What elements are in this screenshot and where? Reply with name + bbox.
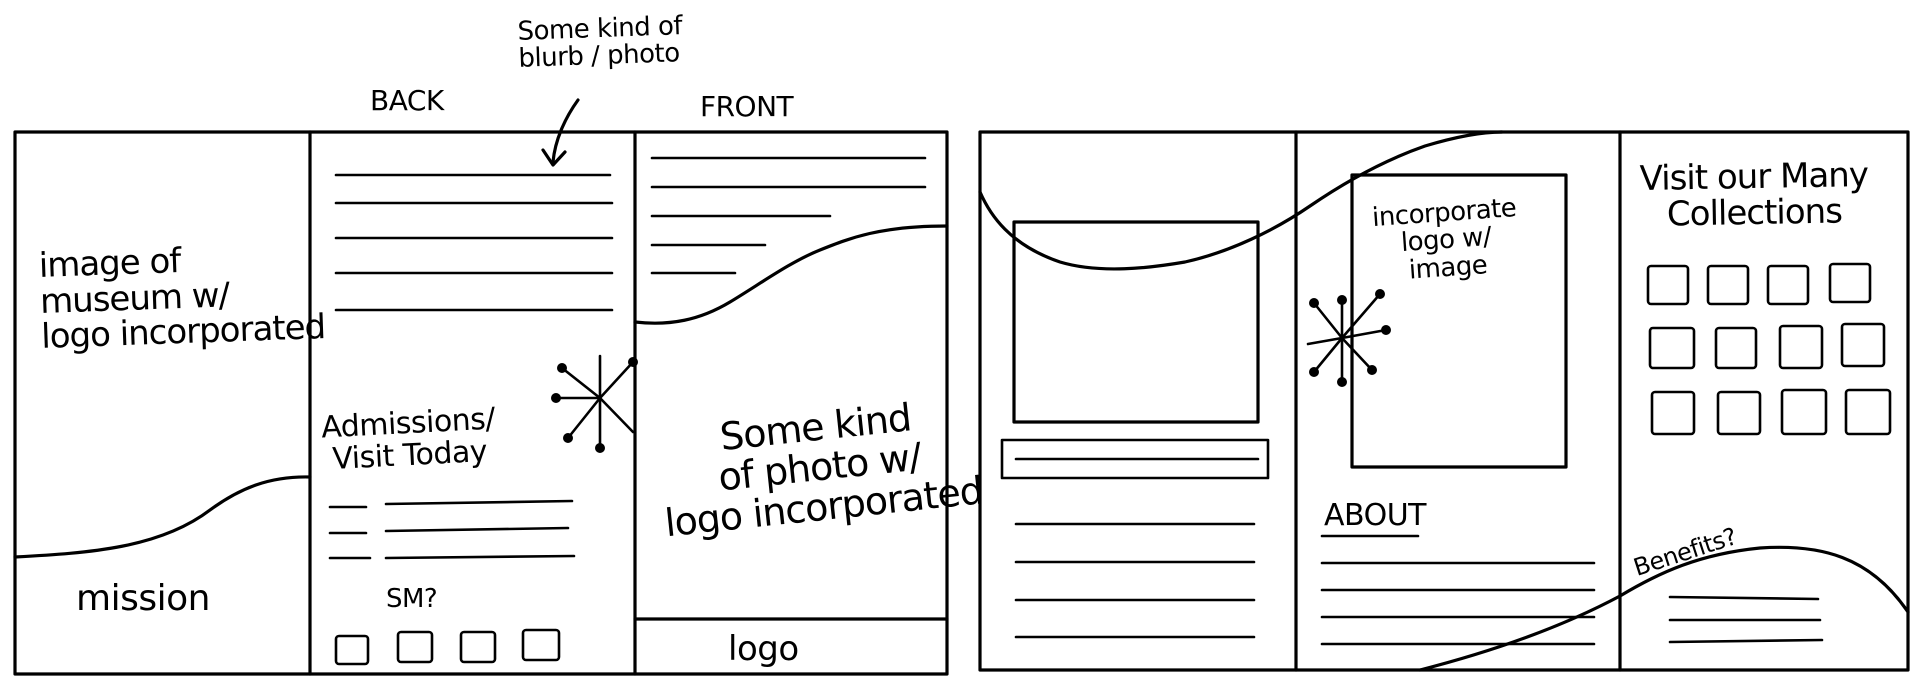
blurb-note: Some kind of blurb / photo bbox=[517, 11, 683, 75]
collections-grid bbox=[1646, 262, 1892, 436]
back-label: BACK bbox=[370, 84, 444, 117]
right-panel1-text-lines bbox=[1014, 522, 1256, 639]
left-panel2-text-lines bbox=[334, 173, 614, 312]
admissions-heading: Admissions/ Visit Today bbox=[320, 401, 496, 477]
blurb-arrow-head bbox=[541, 148, 567, 167]
left-panel1-wave bbox=[13, 475, 312, 559]
incorporate-logo-note: incorporate logo w/ image bbox=[1371, 193, 1518, 286]
right-panel-wave bbox=[978, 130, 1504, 271]
social-media-boxes bbox=[334, 628, 561, 666]
left-panel3-text-lines bbox=[650, 156, 927, 275]
left-starburst-logo-icon bbox=[551, 354, 638, 453]
right-starburst-logo-icon bbox=[1306, 289, 1391, 387]
right-image-box bbox=[1012, 220, 1260, 424]
benefits-wave bbox=[1418, 545, 1910, 672]
about-text-lines bbox=[1320, 561, 1596, 646]
museum-image-note: image of museum w/ logo incorporated bbox=[38, 241, 326, 358]
right-brochure-frame bbox=[978, 130, 1910, 672]
logo-image-box bbox=[1350, 173, 1568, 469]
mission-label: mission bbox=[76, 578, 210, 619]
collections-heading: Visit our Many Collections bbox=[1639, 155, 1869, 235]
benefits-text-lines bbox=[1668, 595, 1824, 644]
about-heading: ABOUT bbox=[1324, 498, 1426, 533]
blurb-arrow-shaft bbox=[551, 98, 580, 164]
front-label: FRONT bbox=[700, 90, 794, 123]
caption-box bbox=[1000, 438, 1270, 480]
left-brochure-frame bbox=[13, 130, 949, 676]
social-media-label: SM? bbox=[386, 584, 438, 614]
admissions-list-lines bbox=[328, 499, 576, 560]
left-panel3-wave bbox=[633, 224, 949, 325]
logo-label: logo bbox=[728, 629, 799, 669]
